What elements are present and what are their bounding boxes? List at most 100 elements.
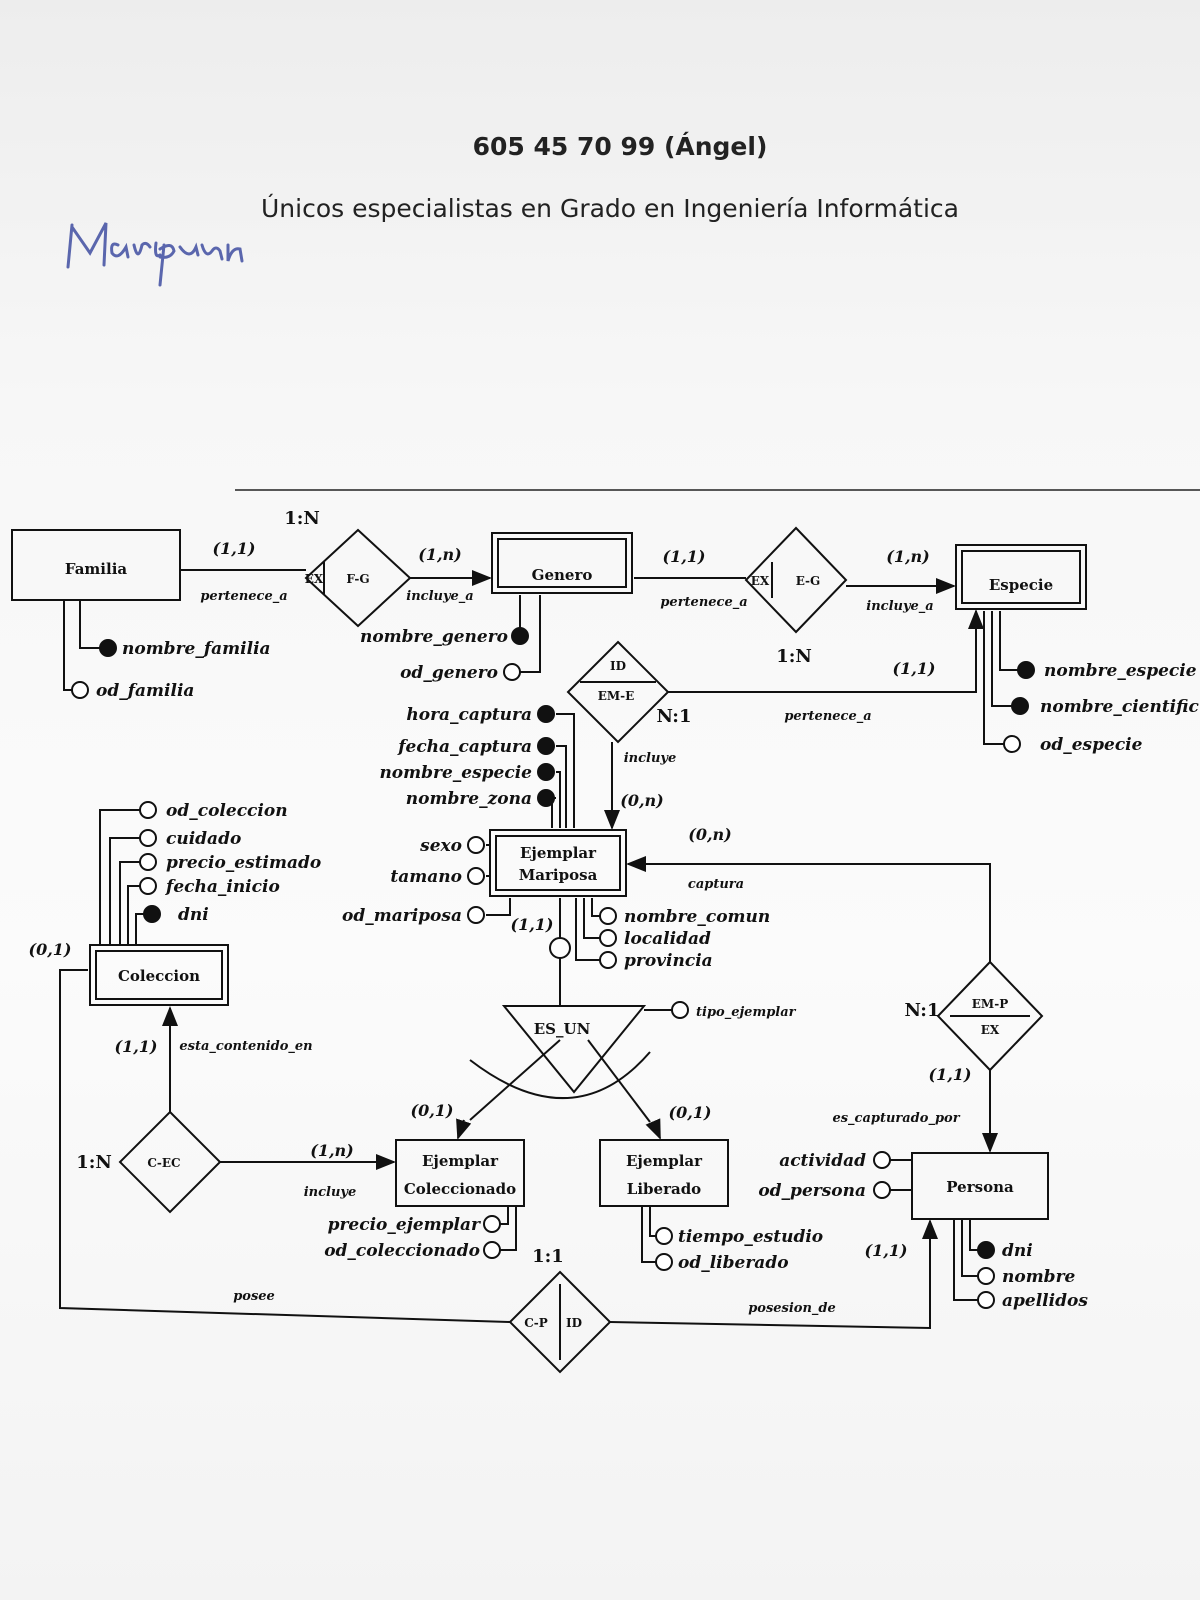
entity-ejemplar-liberado-l2: Liberado <box>627 1180 701 1198</box>
attr-od-coleccion: od_coleccion <box>166 801 288 821</box>
attr-precio-ejemplar: precio_ejemplar <box>328 1215 481 1235</box>
handwritten-signature <box>66 222 244 287</box>
es-un-label: ES_UN <box>534 1020 591 1038</box>
card-es-un-coleccionado: (0,1) <box>411 1101 454 1120</box>
attr-od-liberado: od_liberado <box>678 1253 789 1273</box>
role-coleccion-cec: esta_contenido_en <box>179 1039 312 1054</box>
attr-marker <box>71 681 89 699</box>
rel-emp-ex: EX <box>981 1023 1000 1037</box>
attr-od-familia: od_familia <box>96 681 194 701</box>
attr-nombre-cientific: nombre_cientific <box>1040 697 1200 717</box>
ratio-eme: N:1 <box>657 706 692 727</box>
attr-key-marker <box>99 639 117 657</box>
attr-apellidos: apellidos <box>1002 1291 1088 1311</box>
rel-cp-id: ID <box>566 1316 582 1330</box>
attr-sexo: sexo <box>419 836 462 856</box>
card-especie-eme: (1,1) <box>893 659 936 678</box>
entity-coleccion: Coleccion <box>118 967 200 985</box>
entity-coleccion-box <box>89 944 229 1006</box>
rel-eme-diamond <box>566 640 670 744</box>
role-eg-especie: incluye_a <box>866 599 933 614</box>
entity-ejemplar-liberado-box <box>599 1139 729 1207</box>
attr-od-coleccionado: od_coleccionado <box>324 1241 480 1261</box>
rel-eme-id: ID <box>610 659 626 673</box>
attr-od-persona: od_persona <box>758 1181 866 1201</box>
entity-ejemplar-liberado-l1: Ejemplar <box>626 1152 703 1170</box>
card-fg-genero: (1,n) <box>418 545 461 564</box>
entity-genero-box <box>491 532 633 594</box>
rel-cp-diamond <box>508 1270 612 1374</box>
entity-especie: Especie <box>989 576 1053 594</box>
attr-nombre-genero: nombre_genero <box>360 627 508 647</box>
role-fg-genero: incluye_a <box>406 589 473 604</box>
entity-ejemplar-coleccionado-l2: Coleccionado <box>404 1180 516 1198</box>
attr-nombre-familia: nombre_familia <box>122 639 271 659</box>
card-coleccion-left: (0,1) <box>29 940 72 959</box>
card-eg-especie: (1,n) <box>886 547 929 566</box>
attr-tiempo-estudio: tiempo_estudio <box>678 1227 823 1247</box>
rel-cp-name: C-P <box>524 1316 548 1330</box>
ratio-fg: 1:N <box>284 508 320 529</box>
entity-persona: Persona <box>946 1178 1014 1196</box>
rel-cec-name: C-EC <box>147 1156 180 1170</box>
card-familia-fg: (1,1) <box>213 539 256 558</box>
rel-fg-ex: EX <box>305 572 324 586</box>
role-familia-fg: pertenece_a <box>200 589 287 604</box>
handwritten-note <box>60 205 260 307</box>
role-ejemplar-emp: captura <box>688 877 744 892</box>
card-eme-ejemplar: (0,n) <box>620 791 663 810</box>
attr-localidad: localidad <box>624 929 711 949</box>
rel-cec-diamond <box>118 1110 222 1214</box>
attr-tipo-ejemplar: tipo_ejemplar <box>696 1005 797 1020</box>
attr-nombre-especie-ejemplar: nombre_especie <box>379 763 532 783</box>
attr-actividad: actividad <box>779 1151 866 1171</box>
entity-especie-box <box>955 544 1087 610</box>
entity-genero: Genero <box>532 566 593 584</box>
ratio-cec: 1:N <box>76 1152 112 1173</box>
entity-ejemplar-coleccionado-l1: Ejemplar <box>422 1152 499 1170</box>
card-genero-eg: (1,1) <box>663 547 706 566</box>
attr-fecha-captura: fecha_captura <box>397 737 532 757</box>
role-cp-persona: posesion_de <box>748 1301 836 1316</box>
attr-dni-coleccion: dni <box>178 905 209 925</box>
entity-ejemplar-mariposa-l1: Ejemplar <box>520 844 597 862</box>
attr-precio-estimado: precio_estimado <box>166 853 321 873</box>
entity-familia-box <box>11 529 181 601</box>
role-cec-coleccionado: incluye <box>304 1185 357 1200</box>
role-genero-eg: pertenece_a <box>660 595 747 610</box>
card-coleccion-cec: (1,1) <box>115 1037 158 1056</box>
role-eme-ejemplar: incluye <box>624 751 677 766</box>
role-emp-persona: es_capturado_por <box>832 1111 960 1126</box>
card-emp-persona: (1,1) <box>929 1065 972 1084</box>
rel-eg-name: E-G <box>796 574 821 588</box>
card-ejemplar-emp: (0,n) <box>688 825 731 844</box>
ratio-cp: 1:1 <box>532 1246 564 1267</box>
attr-od-genero: od_genero <box>400 663 498 683</box>
attr-dni-persona: dni <box>1002 1241 1033 1261</box>
entity-ejemplar-mariposa-l2: Mariposa <box>519 866 598 884</box>
attr-cuidado: cuidado <box>166 829 241 849</box>
attr-od-mariposa: od_mariposa <box>342 906 462 926</box>
attr-nombre-comun: nombre_comun <box>624 907 770 927</box>
role-especie-eme: pertenece_a <box>784 709 871 724</box>
attr-hora-captura: hora_captura <box>406 705 532 725</box>
attr-nombre-zona: nombre_zona <box>406 789 532 809</box>
attr-fecha-inicio: fecha_inicio <box>165 877 280 897</box>
header-phone: 605 45 70 99 (Ángel) <box>472 132 768 161</box>
attr-nombre-especie: nombre_especie <box>1044 661 1197 681</box>
attr-tamano: tamano <box>390 867 462 887</box>
rel-eg-diamond <box>744 526 848 634</box>
entity-ejemplar-coleccionado-box <box>395 1139 525 1207</box>
es-un-triangle <box>501 1005 647 1094</box>
attr-od-especie: od_especie <box>1040 735 1143 755</box>
rel-emp-name: EM-P <box>972 997 1008 1011</box>
attr-nombre-persona: nombre <box>1002 1267 1076 1287</box>
card-ejemplar-es-un: (1,1) <box>511 915 554 934</box>
rel-fg-name: F-G <box>346 572 369 586</box>
card-cp-persona: (1,1) <box>865 1241 908 1260</box>
card-cec-coleccionado: (1,n) <box>310 1141 353 1160</box>
ratio-eg: 1:N <box>776 646 812 667</box>
entity-ejemplar-mariposa-box <box>489 829 627 897</box>
rel-eg-ex: EX <box>751 574 770 588</box>
